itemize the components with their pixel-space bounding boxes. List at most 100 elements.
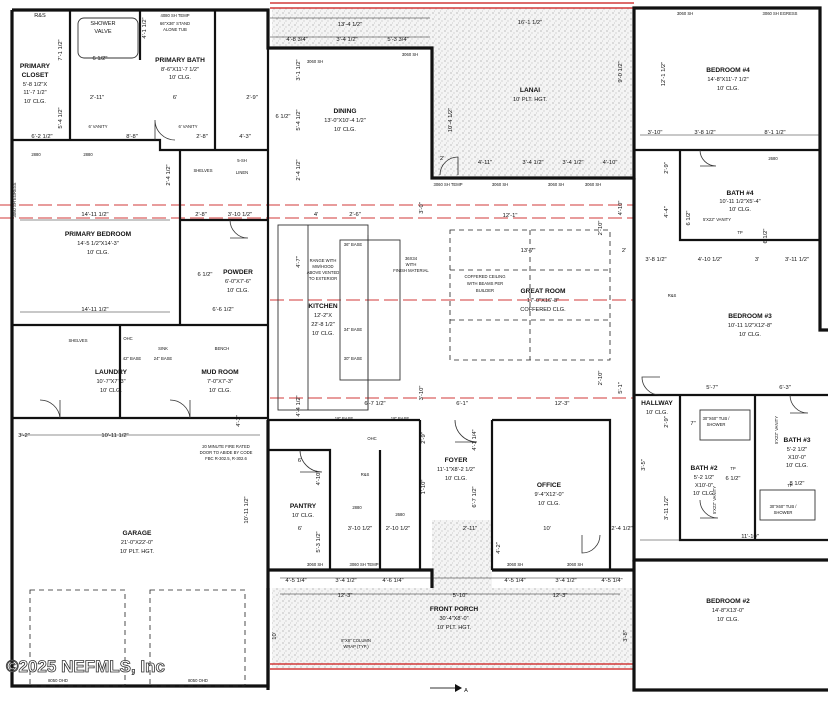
room-size: 21'-0"X22'-0" <box>121 540 153 546</box>
dim-top-lanai-d: 5'-3 3/4" <box>387 37 408 43</box>
range-note-4: TO EXTERIOR <box>309 276 337 281</box>
ohc-note: OHC <box>123 336 132 341</box>
dim-top-lanai-c: 3'-4 1/2" <box>336 37 357 43</box>
base34-note: 34" BASE <box>344 327 363 332</box>
dim-bed3-a: 5'-7" <box>706 385 718 391</box>
dim-bath4-f: 6 1/2" <box>763 229 769 244</box>
dim-dining-c: 5'-4 1/2" <box>296 109 302 130</box>
room-mud-room: MUD ROOM 7'-0"X7'-3" 10' CLG. <box>201 369 239 394</box>
door-tag-3: 2680 <box>768 156 778 161</box>
room-great-room: GREAT ROOM 17'-0"X16'-8" COFFERED CLG. <box>520 288 566 313</box>
room-ceiling: 10' CLG. <box>87 250 109 256</box>
fire-door-note-2: DOOR TO ABIDE BY CODE <box>200 450 253 455</box>
room-laundry: LAUNDRY 10'-7"X7'-3" 10' CLG. <box>95 369 128 394</box>
dim-pb-a: 2'-4 1/2" <box>166 164 172 185</box>
room-size: 5'-8 1/2"X <box>23 82 47 88</box>
room-size: 10'-7"X7'-3" <box>96 379 125 385</box>
watermark: ©2025 NEFMLS, Inc <box>6 657 165 676</box>
dim-bath4-g: 3'-8 1/2" <box>645 257 666 263</box>
door-tag-4: 2880 <box>352 505 362 510</box>
room-ceiling: 10' CLG. <box>646 410 668 416</box>
coffered-note-1: COFFERED CEILING <box>465 274 506 279</box>
room-ceiling: 10' CLG. <box>717 86 739 92</box>
room-ceiling: 10' PLT. HGT. <box>513 97 547 103</box>
dim-pb-e: 2'-6" <box>349 212 361 218</box>
base24-note: 24" BASE <box>154 356 173 361</box>
room-name: PRIMARY BATH <box>155 57 205 64</box>
dim-pw-b: 6'-6 1/2" <box>212 307 233 313</box>
room-ceiling: 10' CLG. <box>292 513 314 519</box>
dim-closet-l: 5'-4 1/2" <box>58 107 64 128</box>
room-size-2: X10'-0" <box>695 483 713 489</box>
dim-hall-b: 7" <box>690 421 695 427</box>
room-ceiling: 10' CLG. <box>312 331 334 337</box>
room-ceiling: 10' CLG. <box>538 501 560 507</box>
room-garage: GARAGE 21'-0"X22'-0" 10' PLT. HGT. <box>120 530 154 555</box>
dim-porch-e: 3'-4 1/2" <box>555 578 576 584</box>
room-front-porch: FRONT PORCH 30'-4"X8'-0" 10' PLT. HGT. <box>430 606 479 631</box>
room-name: PRIMARY <box>20 63 51 70</box>
dim-bath3-b: 11'-10" <box>741 534 759 540</box>
room-size: 11'-1"X8'-2 1/2" <box>437 467 475 473</box>
shower-valve-label-2: VALVE <box>94 29 111 35</box>
dim-kit-a: 3'-0" <box>419 202 425 214</box>
room-size: 12'-2"X <box>314 313 332 319</box>
rs-label: R&S <box>34 13 46 19</box>
room-size: 5'-2 1/2" <box>787 447 807 453</box>
room-hallway: HALLWAY 10' CLG. <box>641 400 673 416</box>
room-ceiling: 10' CLG. <box>227 288 249 294</box>
base42-note: 42" BASE <box>123 356 142 361</box>
coffered-note-3: BUILDER <box>476 288 494 293</box>
dim-pantry-a: 3'-10 1/2" <box>348 526 372 532</box>
window-tag-office-2: 3060 SH <box>567 562 583 567</box>
room-name: FRONT PORCH <box>430 606 479 613</box>
tub-note-3: ALONE TUB <box>163 27 187 32</box>
room-name: DINING <box>333 108 356 115</box>
room-name: LAUNDRY <box>95 369 128 376</box>
dim-office-b: 4'-2" <box>496 542 502 554</box>
dim-bed4-d: 8'-1 1/2" <box>764 130 785 136</box>
dim-pb-b: 2'-8" <box>195 212 207 218</box>
dim-dining-a: 3'-1 1/2" <box>296 59 302 80</box>
dim-porch-a: 4'-5 1/4" <box>285 578 306 584</box>
door-tag-1: 2880 <box>31 152 41 157</box>
dim-bed4-a: 12'-1 1/2" <box>661 62 667 86</box>
dim-laun-b: 3'-2" <box>18 433 30 439</box>
dim-bath-i: 4'-3" <box>239 134 251 140</box>
dim-kit-m: 2'-10" <box>598 371 604 386</box>
room-ceiling: 10' PLT. HGT. <box>437 625 471 631</box>
dim-foyer-d: 4'-10" <box>316 471 322 486</box>
dim-pantry-e: 6' <box>298 458 302 464</box>
room-name: BATH #3 <box>784 437 811 444</box>
room-primary-bedroom: PRIMARY BEDROOM 14'-5 1/2"X14'-3" 10' CL… <box>65 231 132 256</box>
vanity-bath4-note: 5'X22" VANITY <box>703 217 731 222</box>
dim-pantry-d: 5'-3 1/2" <box>316 531 322 552</box>
dim-kit-i: 6'-1" <box>456 401 468 407</box>
room-size: 14'-5 1/2"X14'-3" <box>77 241 119 247</box>
room-dining: DINING 13'-0"X10'-4 1/2" 10' CLG. <box>324 108 366 133</box>
dim-bath-c: 2'-11" <box>90 95 104 101</box>
dim-bed3-b: 6'-3" <box>779 385 791 391</box>
room-name: BATH #4 <box>727 190 754 197</box>
dim-kit-c: 13'-7" <box>521 248 536 254</box>
dim-pb-d: 4' <box>314 212 318 218</box>
dim-porch-b: 3'-4 1/2" <box>335 578 356 584</box>
room-name: KITCHEN <box>308 303 338 310</box>
dim-office-a: 10' <box>543 526 551 532</box>
dim-bath2-a: 6 1/2" <box>726 476 741 482</box>
island-note-2: WITH <box>406 262 417 267</box>
tp-note-2: TP <box>730 466 736 471</box>
north-arrow-label: A <box>464 688 468 694</box>
tub-shower-2-note-1: 30"X60" TUB / <box>770 504 798 509</box>
dim-bath4-b: 6 1/2" <box>686 211 692 226</box>
base18-note-2: 18" BASE <box>391 416 410 421</box>
dim-lanai-f: 3'-4 1/2" <box>522 160 543 166</box>
room-name: GREAT ROOM <box>521 288 566 295</box>
dim-bath4-e: 3'-11 1/2" <box>785 257 809 263</box>
column-note-2: WRAP (TYP.) <box>343 644 369 649</box>
room-ceiling: 10' CLG. <box>334 127 356 133</box>
dim-pb-c: 3'-10 1/2" <box>228 212 252 218</box>
ohd-note-2: 8050 OHD <box>188 678 208 683</box>
room-kitchen: KITCHEN 12'-2"X 22'-8 1/2" 10' CLG. <box>308 303 338 337</box>
room-size: 13'-0"X10'-4 1/2" <box>324 118 366 124</box>
